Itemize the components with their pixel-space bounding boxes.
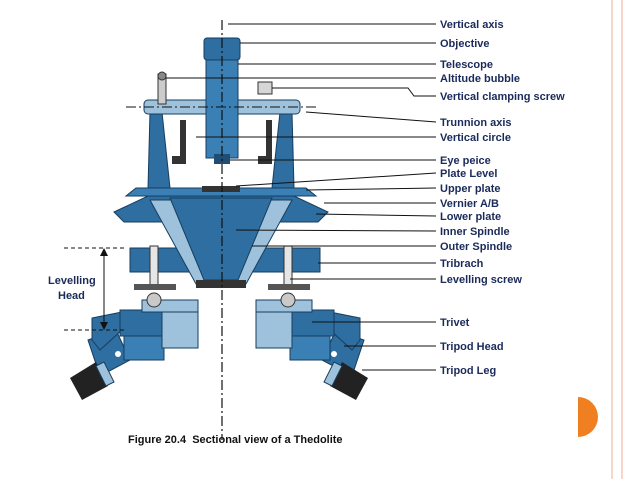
vertical-clamping-screw — [257, 81, 273, 95]
label-levelling-screw: Levelling screw — [440, 274, 522, 286]
label-plate-level: Plate Level — [440, 168, 497, 180]
label-vernier: Vernier A/B — [440, 198, 499, 210]
label-trivet: Trivet — [440, 317, 470, 329]
label-levelling-head-line2: Head — [58, 290, 85, 302]
label-vertical-axis: Vertical axis — [440, 19, 504, 31]
figure-caption: Figure 20.4 Sectional view of a Thedolit… — [128, 434, 343, 446]
theodolite-body — [64, 20, 368, 440]
label-altitude-bubble: Altitude bubble — [440, 73, 520, 85]
label-objective: Objective — [440, 38, 490, 50]
label-levelling-head-line1: Levelling — [48, 275, 96, 287]
label-tripod-leg: Tripod Leg — [440, 365, 496, 377]
standards — [147, 111, 295, 189]
label-tripod-head: Tripod Head — [440, 341, 504, 353]
label-vertical-circle: Vertical circle — [440, 132, 511, 144]
label-vertical-clamping-screw: Vertical clamping screw — [440, 91, 565, 103]
label-lower-plate: Lower plate — [440, 211, 501, 223]
leader-lines — [166, 23, 437, 371]
label-inner-spindle: Inner Spindle — [440, 226, 510, 238]
label-outer-spindle: Outer Spindle — [440, 241, 512, 253]
label-tribrach: Tribrach — [440, 258, 484, 270]
label-eye-piece: Eye peice — [440, 155, 491, 167]
tripod-head — [91, 299, 361, 361]
label-upper-plate: Upper plate — [440, 183, 501, 195]
label-trunnion-axis: Trunnion axis — [440, 117, 512, 129]
levelling-screws — [134, 245, 310, 308]
accent-half-circle — [578, 397, 598, 437]
label-telescope: Telescope — [440, 59, 493, 71]
